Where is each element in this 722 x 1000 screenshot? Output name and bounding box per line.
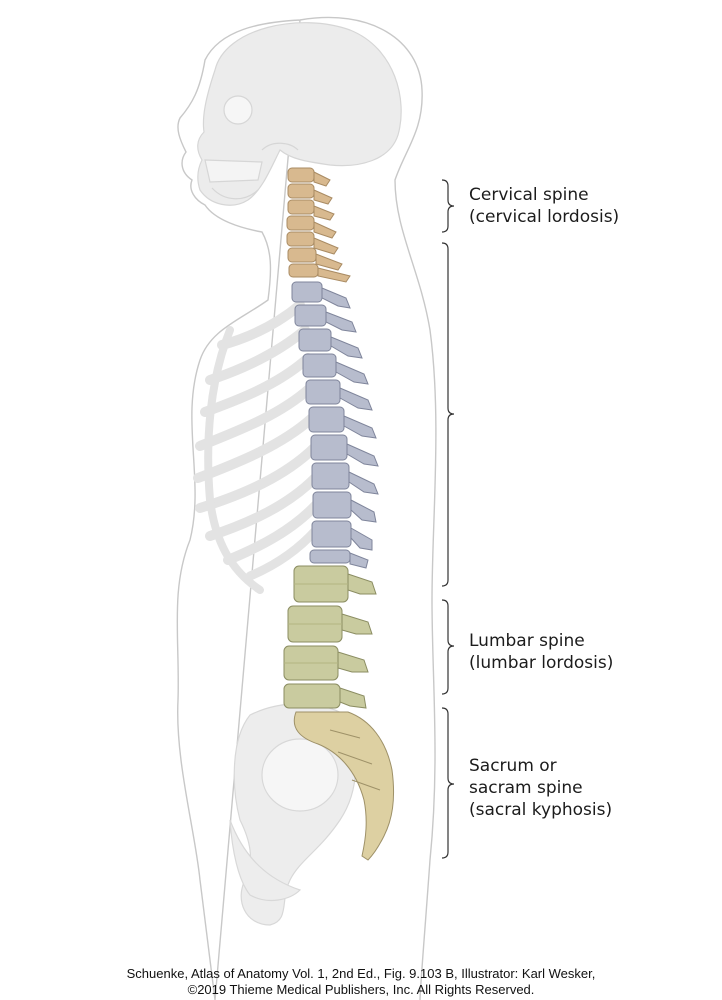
label-sacrum-line1: Sacrum or: [469, 756, 557, 776]
label-sacrum-line3: (sacral kyphosis): [469, 800, 613, 820]
bracket-cervical: [441, 179, 455, 233]
caption-line2: ©2019 Thieme Medical Publishers, Inc. Al…: [187, 982, 535, 997]
body-outline: [176, 16, 437, 1000]
cervical-vertebrae: [286, 167, 351, 283]
label-lumbar-spine: Lumbar spine (lumbar lordosis): [469, 630, 613, 674]
rib-cage: [193, 300, 321, 594]
label-cervical-line1: Cervical spine: [469, 185, 589, 205]
label-lumbar-line1: Lumbar spine: [469, 631, 585, 651]
bracket-thoracic: [441, 242, 455, 587]
thoracic-vertebrae: [291, 281, 379, 569]
label-lumbar-line2: (lumbar lordosis): [469, 653, 614, 673]
label-cervical-line2: (cervical lordosis): [469, 207, 620, 227]
label-sacrum: Sacrum or sacram spine (sacral kyphosis): [469, 755, 612, 821]
brackets: [441, 179, 455, 859]
caption-line1: Schuenke, Atlas of Anatomy Vol. 1, 2nd E…: [126, 966, 596, 981]
bracket-sacrum: [441, 707, 455, 859]
label-cervical-spine: Cervical spine (cervical lordosis): [469, 184, 619, 228]
bracket-lumbar: [441, 599, 455, 695]
label-sacrum-line2: sacram spine: [469, 778, 583, 798]
lumbar-vertebrae: [283, 565, 377, 709]
figure-caption: Schuenke, Atlas of Anatomy Vol. 1, 2nd E…: [0, 966, 722, 998]
sacrum: [293, 711, 395, 861]
skull: [197, 22, 402, 206]
